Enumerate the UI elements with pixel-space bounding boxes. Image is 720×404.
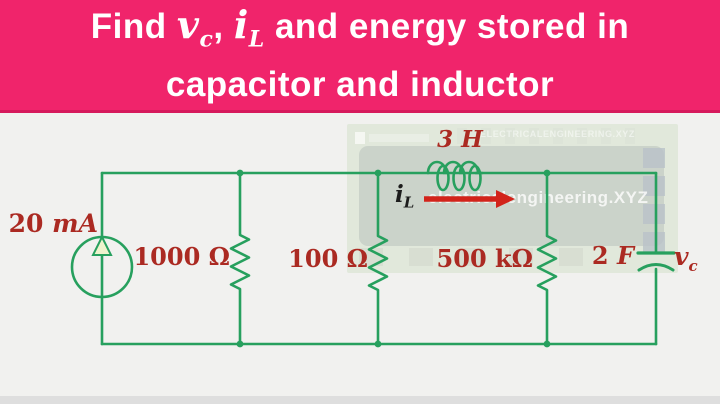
- watermark-text-mid: electricalengineering.XYZ: [428, 188, 649, 207]
- watermark-text-top: ELECTRICALENGINEERING.XYZ: [480, 129, 636, 139]
- inductor-coil-loop: [452, 164, 466, 192]
- chip-pin: [559, 248, 583, 266]
- capacitor-label: 2 F: [591, 241, 634, 270]
- title-rest: and energy stored in: [264, 6, 630, 46]
- resistor-100-label: 100 Ω: [288, 244, 368, 273]
- node-dot: [543, 169, 551, 177]
- node-dot: [236, 169, 244, 177]
- node-dot: [236, 340, 244, 348]
- chip-light-bar: [369, 134, 429, 142]
- chip-pin: [509, 248, 533, 266]
- chip-pin: [553, 128, 563, 144]
- chip-pin: [459, 248, 483, 266]
- node-dot: [374, 169, 382, 177]
- inductor-current-symbol: iL: [395, 181, 415, 212]
- resistor-500k-zigzag: [536, 171, 558, 346]
- title-il-symbol: iL: [233, 1, 265, 53]
- chip-pad: [643, 204, 665, 224]
- title-vc-symbol: vc: [176, 1, 214, 53]
- inductor-label: 3 H: [437, 126, 483, 153]
- bottom-gray-strip: [0, 396, 720, 404]
- chip-small-block: [355, 132, 365, 144]
- resistor-1000-label: 1000 Ω: [133, 242, 230, 271]
- chip-pin: [457, 128, 467, 144]
- capacitor-plate-curved: [637, 263, 675, 272]
- chip-body: [359, 146, 664, 246]
- resistor-1000-zigzag: [229, 171, 251, 346]
- inductor-current-arrow: [424, 190, 515, 208]
- inductor-coil-humps: [426, 160, 484, 175]
- resistor-500k-label: 500 kΩ: [436, 244, 533, 273]
- chip-pad: [643, 176, 665, 196]
- chip-pin: [409, 248, 433, 266]
- watermark-chip-image: ELECTRICALENGINEERING.XYZ electricalengi…: [347, 124, 678, 273]
- inductor-coil-loop: [468, 164, 482, 192]
- title-line-2: capacitor and inductor: [165, 65, 555, 105]
- inductor-coil-loop: [436, 164, 450, 192]
- chip-pin: [625, 128, 635, 144]
- current-source-arrowhead: [91, 234, 113, 256]
- node-dot: [543, 340, 551, 348]
- node-dot: [374, 340, 382, 348]
- title-find: Find: [90, 6, 177, 46]
- capacitor-voltage-symbol: vc: [674, 242, 698, 275]
- chip-pin: [505, 128, 515, 144]
- current-source-label: 20 mA: [8, 209, 98, 238]
- title-line-1: Find vc, iL and energy stored in: [91, 2, 629, 63]
- chip-pin: [577, 128, 587, 144]
- title-banner: Find vc, iL and energy stored in capacit…: [0, 0, 720, 113]
- chip-pin: [481, 128, 491, 144]
- chip-pad: [643, 232, 665, 252]
- title-comma: ,: [213, 6, 234, 46]
- resistor-100-zigzag: [367, 171, 389, 346]
- chip-pad: [643, 148, 665, 168]
- node-dots: [236, 169, 551, 348]
- chip-pin: [529, 128, 539, 144]
- chip-pin: [601, 128, 611, 144]
